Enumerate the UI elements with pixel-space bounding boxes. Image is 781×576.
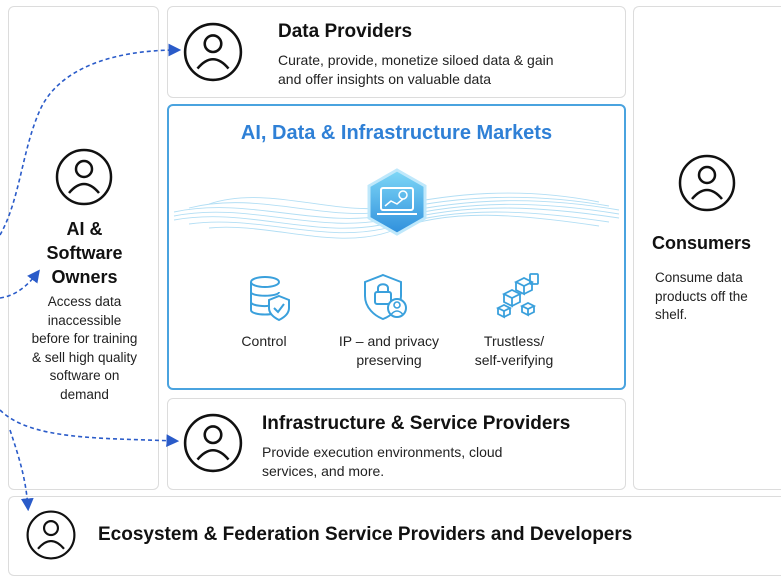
user-icon bbox=[677, 153, 737, 213]
description-line: shelf. bbox=[655, 307, 688, 322]
ai-owners-title-line: Software bbox=[46, 243, 123, 263]
user-icon bbox=[54, 147, 114, 207]
description-line: software on bbox=[49, 368, 120, 383]
shield-user-icon bbox=[361, 272, 411, 327]
markets-panel: AI, Data & Infrastructure Markets bbox=[167, 104, 626, 390]
feature-label-ip-privacy: IP – and privacy preserving bbox=[319, 332, 459, 370]
ai-owners-title-line: AI & bbox=[66, 219, 103, 239]
infrastructure-description: Provide execution environments, cloud se… bbox=[262, 443, 502, 481]
description-line: products off the bbox=[655, 288, 748, 304]
analytics-hexagon-icon bbox=[367, 168, 427, 236]
feature-label-line: Trustless/ bbox=[483, 333, 545, 349]
consumers-title: Consumers bbox=[652, 233, 752, 253]
description-line: & sell high quality bbox=[31, 349, 138, 365]
ai-owners-title-line: Owners bbox=[51, 267, 118, 287]
markets-title: AI, Data & Infrastructure Markets bbox=[169, 122, 624, 145]
description-line: before for training bbox=[31, 331, 138, 346]
description-line: demand bbox=[60, 386, 109, 402]
feature-label-line: self-verifying bbox=[474, 352, 554, 368]
ai-software-owners-title: AI & Software Owners bbox=[9, 217, 160, 289]
description-line: Curate, provide, monetize siloed data & … bbox=[278, 52, 554, 68]
markets-graphic bbox=[173, 168, 620, 239]
description-line: Provide execution environments, cloud bbox=[262, 444, 503, 460]
description-line: services, and more. bbox=[262, 463, 385, 479]
ai-software-owners-description: Access data inaccessible before for trai… bbox=[9, 293, 160, 404]
feature-label-line: Control bbox=[241, 333, 287, 349]
cubes-network-icon bbox=[494, 272, 542, 325]
feature-label-line: IP – and privacy bbox=[338, 333, 440, 349]
feature-label-line: preserving bbox=[356, 352, 422, 368]
infrastructure-title: Infrastructure & Service Providers bbox=[262, 413, 571, 434]
infrastructure-panel: Infrastructure & Service Providers Provi… bbox=[167, 398, 626, 490]
consumers-panel: Consumers Consume data products off the … bbox=[633, 6, 781, 490]
database-shield-icon bbox=[247, 274, 291, 327]
feature-label-control: Control bbox=[209, 332, 319, 351]
data-providers-title: Data Providers bbox=[278, 21, 413, 42]
consumers-description: Consume data products off the shelf. bbox=[655, 269, 748, 325]
data-providers-description: Curate, provide, monetize siloed data & … bbox=[278, 51, 554, 89]
description-line: inaccessible bbox=[47, 312, 122, 328]
ai-software-owners-panel: AI & Software Owners Access data inacces… bbox=[8, 6, 159, 490]
ecosystem-title: Ecosystem & Federation Service Providers… bbox=[98, 524, 633, 545]
description-line: and offer insights on valuable data bbox=[278, 71, 492, 87]
user-icon bbox=[182, 21, 244, 83]
feature-label-trustless: Trustless/ self-verifying bbox=[459, 332, 569, 370]
ecosystem-panel: Ecosystem & Federation Service Providers… bbox=[8, 496, 781, 576]
description-line: Consume data bbox=[655, 270, 743, 285]
user-icon bbox=[182, 412, 244, 474]
description-line: Access data bbox=[47, 294, 122, 309]
markets-title-text: AI, Data & Infrastructure Markets bbox=[240, 122, 553, 144]
data-providers-panel: Data Providers Curate, provide, monetize… bbox=[167, 6, 626, 98]
user-icon bbox=[25, 509, 77, 561]
